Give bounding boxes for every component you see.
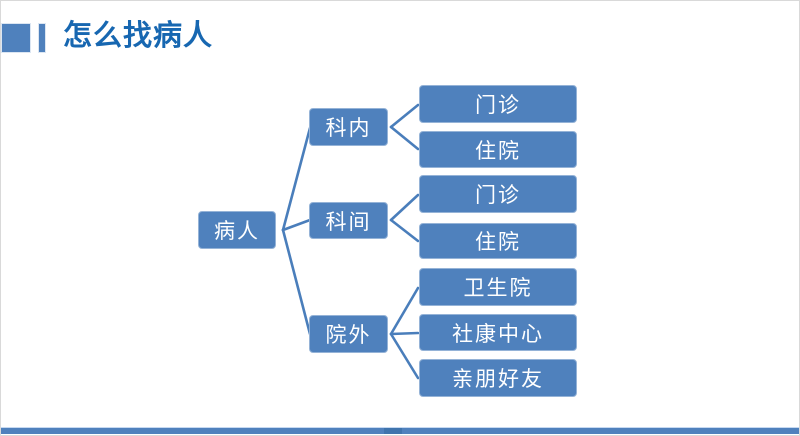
node-branch-inter-department: 科间 [309, 202, 388, 239]
footer-center-mark [384, 428, 402, 434]
node-branch-within-department: 科内 [309, 108, 388, 146]
node-leaf-inpatient-1: 住院 [419, 131, 577, 168]
node-leaf-inpatient-2: 住院 [419, 223, 577, 259]
node-leaf-health-center: 卫生院 [419, 268, 577, 306]
title-decoration-bar [38, 23, 46, 53]
node-leaf-outpatient-1: 门诊 [419, 85, 577, 123]
node-branch-outside-hospital: 院外 [309, 315, 388, 353]
page-title: 怎么找病人 [63, 20, 214, 52]
node-patient: 病人 [198, 211, 276, 249]
node-leaf-outpatient-2: 门诊 [419, 175, 577, 213]
node-leaf-community-health-center: 社康中心 [419, 314, 577, 351]
title-decoration-square [1, 23, 31, 53]
node-leaf-friends-family: 亲朋好友 [419, 359, 577, 397]
